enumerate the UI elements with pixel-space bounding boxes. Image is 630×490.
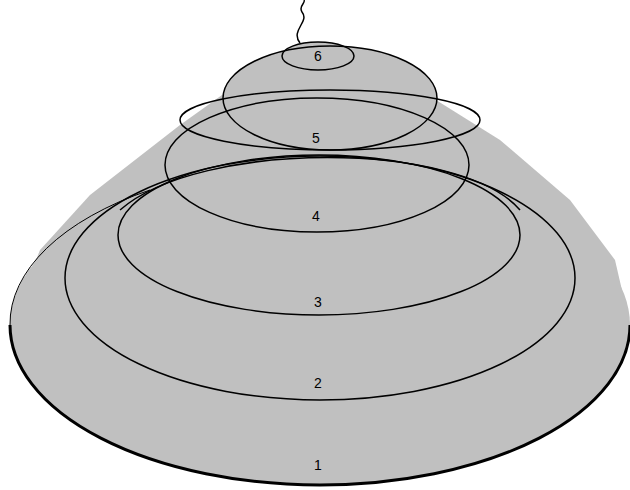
callout-number: 3: [312, 294, 324, 310]
callout-number: 4: [310, 208, 322, 224]
callout-number: 1: [312, 457, 324, 473]
callout-number: 5: [310, 130, 322, 146]
callout-number: 6: [312, 48, 324, 64]
callout-number: 2: [312, 375, 324, 391]
